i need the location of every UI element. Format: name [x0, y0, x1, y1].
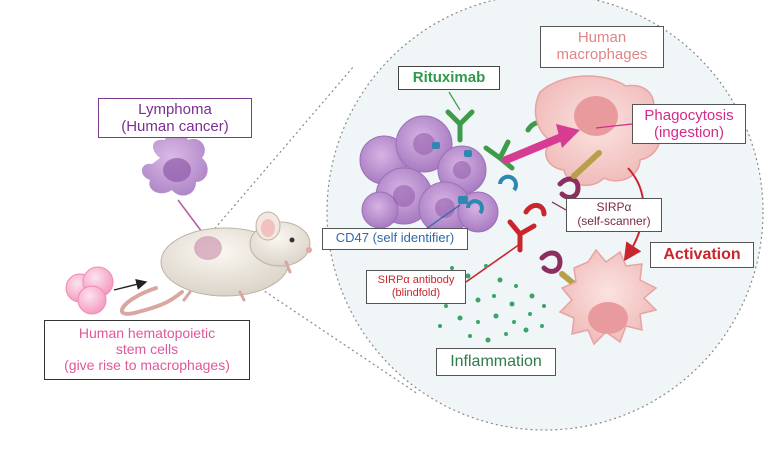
- rituximab-label-text: Rituximab: [412, 69, 486, 86]
- macrophage-top: [534, 75, 661, 187]
- stem-cells-label-line2: stem cells: [115, 341, 179, 358]
- macrophages-label-line2: macrophages: [556, 46, 648, 64]
- lymphoma-cell: [141, 131, 208, 196]
- inflammation-label-text: Inflammation: [450, 353, 542, 370]
- sirpa-antibody-pointer: [465, 243, 521, 283]
- stem-cells-label-line3: (give rise to macrophages): [64, 357, 230, 374]
- phagocytosis-arrow: [502, 132, 568, 164]
- rituximab-pointer: [448, 91, 461, 111]
- stem-cells-label: Human hematopoietic stem cells (give ris…: [44, 320, 250, 380]
- stem-cells: [65, 266, 114, 315]
- phagocytosis-label-line2: (ingestion): [653, 124, 725, 142]
- lymphoma-label: Lymphoma (Human cancer): [98, 98, 252, 138]
- phagocytosis-arrowhead: [556, 124, 580, 148]
- stem-cells-label-line1: Human hematopoietic: [78, 325, 216, 341]
- inflammation-label: Inflammation: [436, 348, 556, 376]
- phagocytosis-label: Phagocytosis (ingestion): [632, 104, 746, 144]
- stem-to-mouse-arrow: [113, 278, 148, 291]
- lymphoma-label-line1: Lymphoma: [138, 101, 212, 118]
- sirpa-label-line2: (self-scanner): [577, 213, 651, 228]
- phagocytosis-pointer: [595, 123, 633, 129]
- activation-label: Activation: [650, 242, 754, 268]
- sirpa-pointer: [551, 201, 567, 211]
- cd47-markers: [432, 142, 518, 215]
- sirpa-label-line1: SIRPα: [596, 200, 632, 214]
- macrophages-label: Human macrophages: [540, 26, 664, 68]
- sirpa-label: SIRPα (self-scanner): [566, 198, 662, 232]
- sirpa-antibody-label-line1: SIRPα antibody: [377, 274, 455, 286]
- rituximab-label: Rituximab: [398, 66, 500, 90]
- sirpa-antibody-label-line2: (blindfold): [391, 286, 441, 299]
- macrophage-activated: [558, 248, 658, 346]
- cd47-label-text: CD47 (self identifier): [335, 230, 455, 245]
- mouse: [119, 211, 312, 316]
- cd47-label: CD47 (self identifier): [322, 228, 468, 250]
- activation-label-text: Activation: [663, 246, 741, 263]
- phagocytosis-label-line1: Phagocytosis: [644, 107, 734, 124]
- sirpa-receptor-top: [557, 149, 603, 200]
- lymphoma-label-line2: (Human cancer): [121, 118, 229, 136]
- zoom-line-top: [204, 65, 355, 241]
- sirpa-antibody: [507, 203, 547, 253]
- macrophages-label-line1: Human: [577, 29, 627, 46]
- lymphoma-nuclei: [393, 133, 471, 218]
- sirpa-antibody-label: SIRPα antibody (blindfold): [366, 270, 466, 304]
